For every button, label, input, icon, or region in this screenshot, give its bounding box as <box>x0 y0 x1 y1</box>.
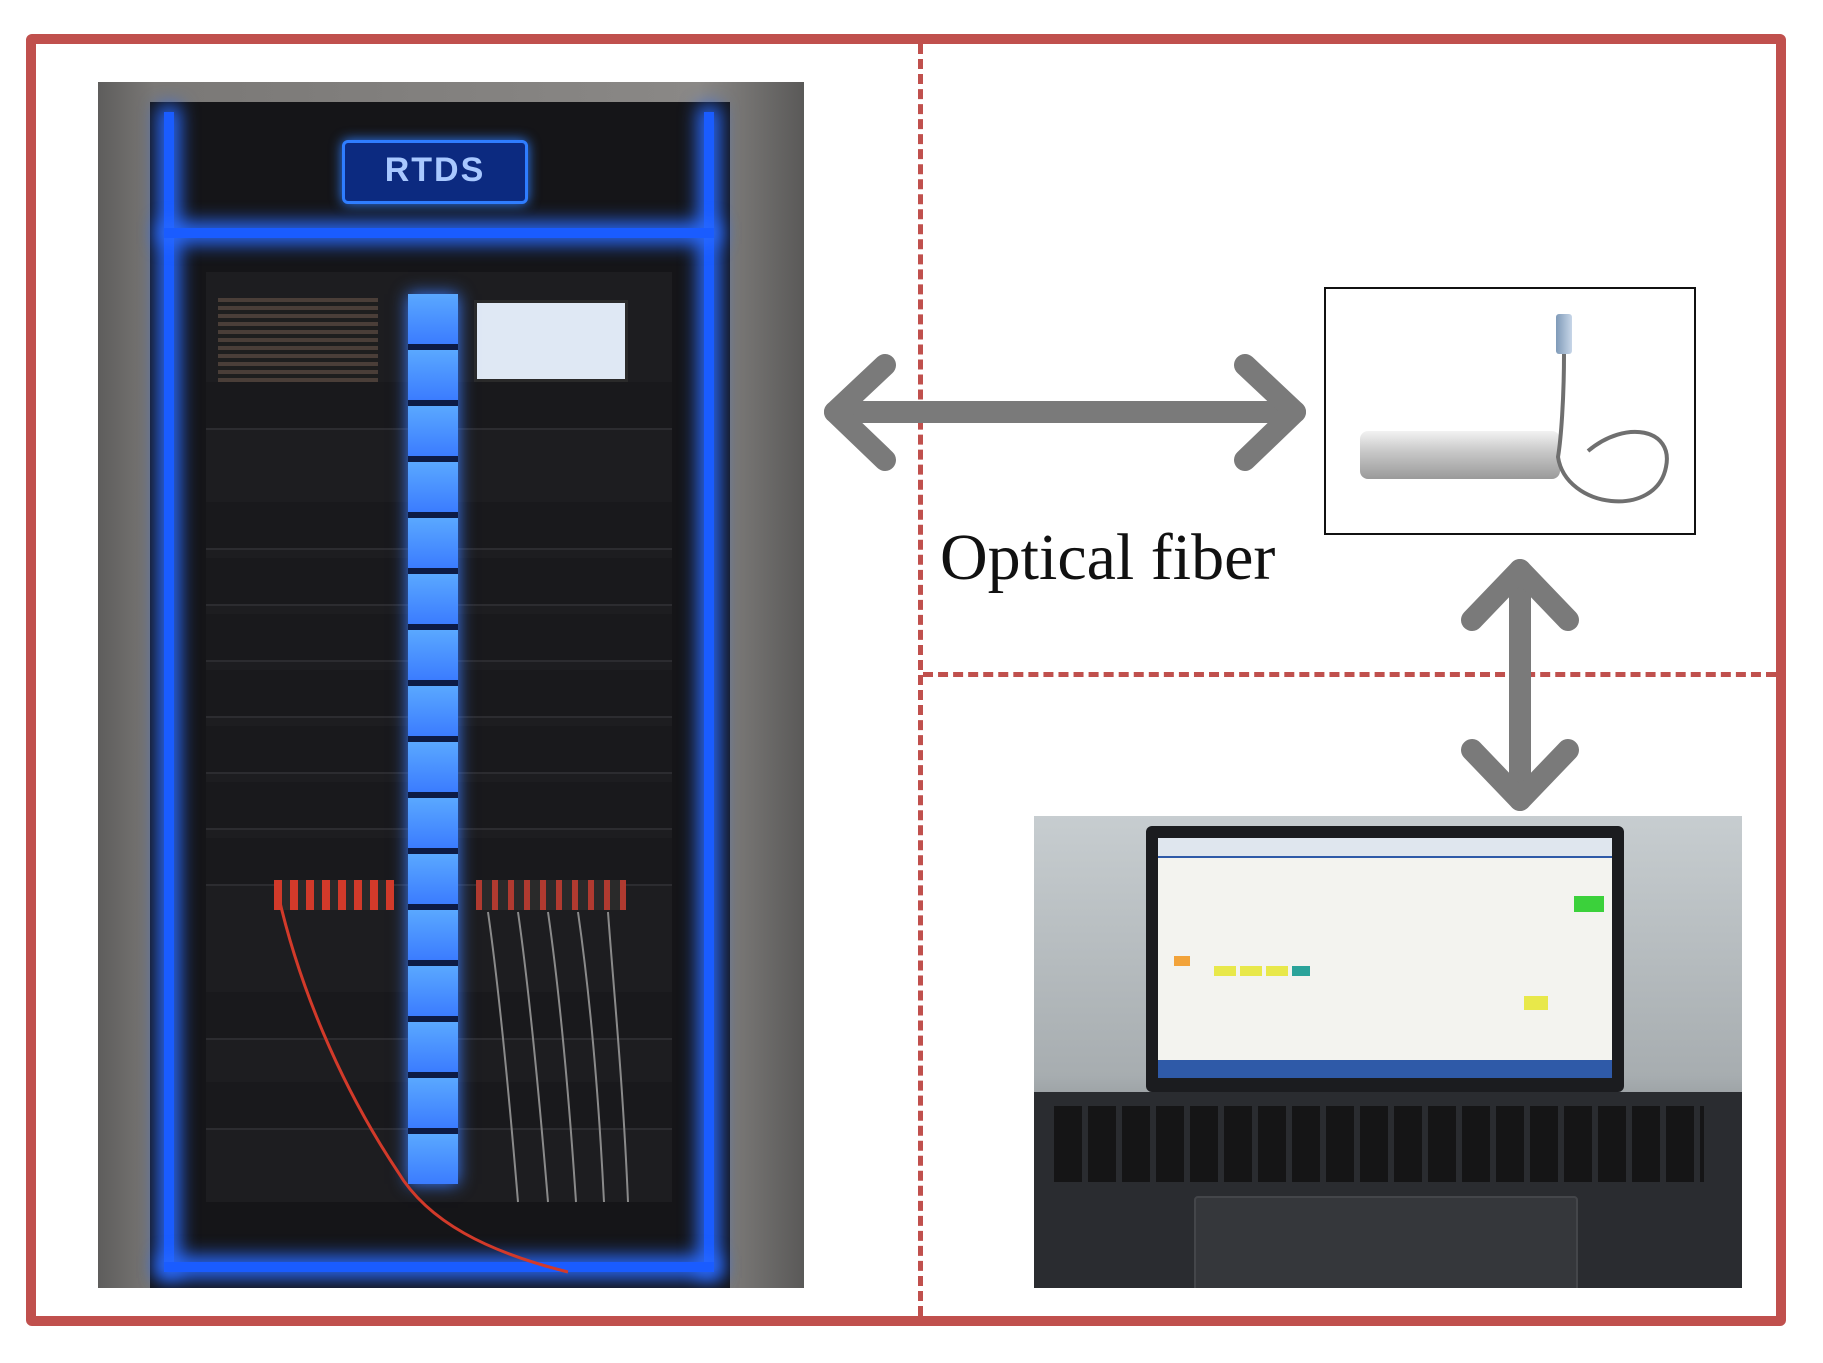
taskbar <box>1158 1060 1612 1078</box>
rack-cables <box>276 893 629 1274</box>
outer-frame <box>26 34 1786 1326</box>
laptop-keyboard <box>1054 1106 1704 1182</box>
diagram-block <box>1174 956 1190 966</box>
rack-red-connectors <box>274 880 394 910</box>
laptop-touchpad <box>1194 1196 1578 1288</box>
rack-glow-right <box>704 112 714 1272</box>
rtds-rack-photo: RTDS <box>98 82 804 1288</box>
sensor-fiber-loop <box>1555 353 1669 504</box>
diagram-block <box>1266 966 1288 976</box>
arrowhead-down <box>1461 739 1579 811</box>
diagram-block <box>1292 966 1310 976</box>
sensor-device-photo <box>1324 287 1696 535</box>
rack-glow-bottom <box>164 1262 714 1272</box>
diagram-block <box>1240 966 1262 976</box>
laptop-photo <box>1034 816 1742 1288</box>
rack-glow-top <box>164 228 714 238</box>
rack-touch-screen <box>474 300 628 382</box>
arrowhead-up <box>1461 559 1579 631</box>
sensor-body <box>1360 431 1560 479</box>
arrowhead-left <box>824 354 896 471</box>
sensor-probe <box>1556 314 1572 354</box>
diagram-block <box>1524 996 1548 1010</box>
optical-fiber-label: Optical fiber <box>940 521 1276 594</box>
rack-light-bar <box>408 294 458 1184</box>
rack-cable-connectors <box>476 880 626 910</box>
vertical-dashed-divider <box>918 44 923 1316</box>
diagram-block <box>1214 966 1236 976</box>
diagram-block <box>1574 896 1604 912</box>
rack-glow-left <box>164 112 174 1272</box>
horizontal-dashed-divider <box>923 672 1776 677</box>
rtds-logo: RTDS <box>342 140 528 204</box>
rack-grille <box>218 298 378 382</box>
arrowhead-right <box>1234 354 1306 471</box>
laptop-display <box>1158 838 1612 1078</box>
software-menu-bar <box>1158 838 1612 858</box>
